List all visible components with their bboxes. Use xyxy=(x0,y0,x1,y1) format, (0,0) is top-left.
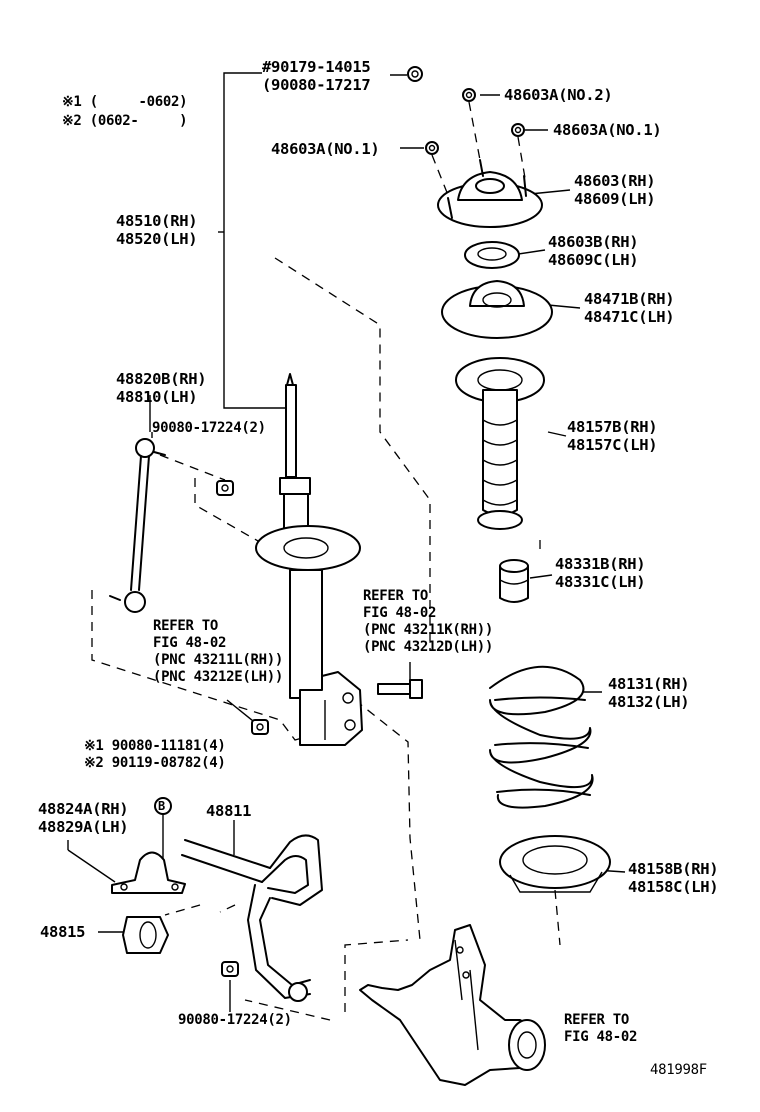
figure-code: 481998F xyxy=(650,1062,707,1078)
label-48603: 48603(RH)48609(LH) xyxy=(574,172,656,208)
bearing-ring xyxy=(464,241,520,269)
label-bolts: ※1 90080-11181(4)※2 90119-08782(4) xyxy=(84,738,226,771)
label-48331B: 48331B(RH)48331C(LH) xyxy=(555,555,646,591)
stabilizer-bracket xyxy=(111,851,186,894)
label-nut-top: #90179-14015(90080-17217 xyxy=(262,58,371,94)
nut-icon xyxy=(221,961,239,977)
strut-assembly xyxy=(255,373,363,746)
label-nut-link-lower: 90080-17224(2) xyxy=(178,1012,292,1028)
label-nut-link-upper: 90080-17224(2) xyxy=(152,420,266,436)
label-48158B: 48158B(RH)48158C(LH) xyxy=(628,860,719,896)
legend-row-1: ※1 ( -0602) xyxy=(62,94,188,110)
label-48471B: 48471B(RH)48471C(LH) xyxy=(584,290,675,326)
label-48815: 48815 xyxy=(40,923,86,941)
label-48603B: 48603B(RH)48609C(LH) xyxy=(548,233,639,269)
nut-icon xyxy=(425,141,439,155)
label-48131: 48131(RH)48132(LH) xyxy=(608,675,690,711)
nut-icon xyxy=(462,88,476,102)
label-48157B: 48157B(RH)48157C(LH) xyxy=(567,418,658,454)
steering-knuckle xyxy=(359,924,546,1086)
nut-icon xyxy=(511,123,525,137)
label-48824A: 48824A(RH)48829A(LH) xyxy=(38,800,129,836)
label-48603A-no1-right: 48603A(NO.1) xyxy=(553,121,662,139)
stabilizer-bushing xyxy=(122,916,169,954)
label-48603A-no1-left: 48603A(NO.1) xyxy=(271,140,380,158)
nut-icon xyxy=(407,66,423,82)
label-48820B: 48820B(RH)48810(LH) xyxy=(116,370,207,406)
coil-spring xyxy=(489,665,594,809)
nut-icon xyxy=(251,719,269,735)
bump-stop xyxy=(499,559,529,603)
label-48811: 48811 xyxy=(206,802,252,820)
nut-icon xyxy=(216,480,234,496)
strut-mount xyxy=(437,159,543,228)
upper-spring-seat xyxy=(441,280,553,339)
legend-row-2: ※2 (0602- ) xyxy=(62,113,188,129)
bolt-icon xyxy=(377,679,423,699)
label-circle-b: B xyxy=(158,799,165,813)
dust-boot xyxy=(455,357,545,530)
lower-spring-seat xyxy=(499,835,611,893)
stabilizer-link xyxy=(109,438,166,613)
label-48603A-no2: 48603A(NO.2) xyxy=(504,86,613,104)
stabilizer-bar xyxy=(181,834,323,1002)
label-48510: 48510(RH)48520(LH) xyxy=(116,212,198,248)
